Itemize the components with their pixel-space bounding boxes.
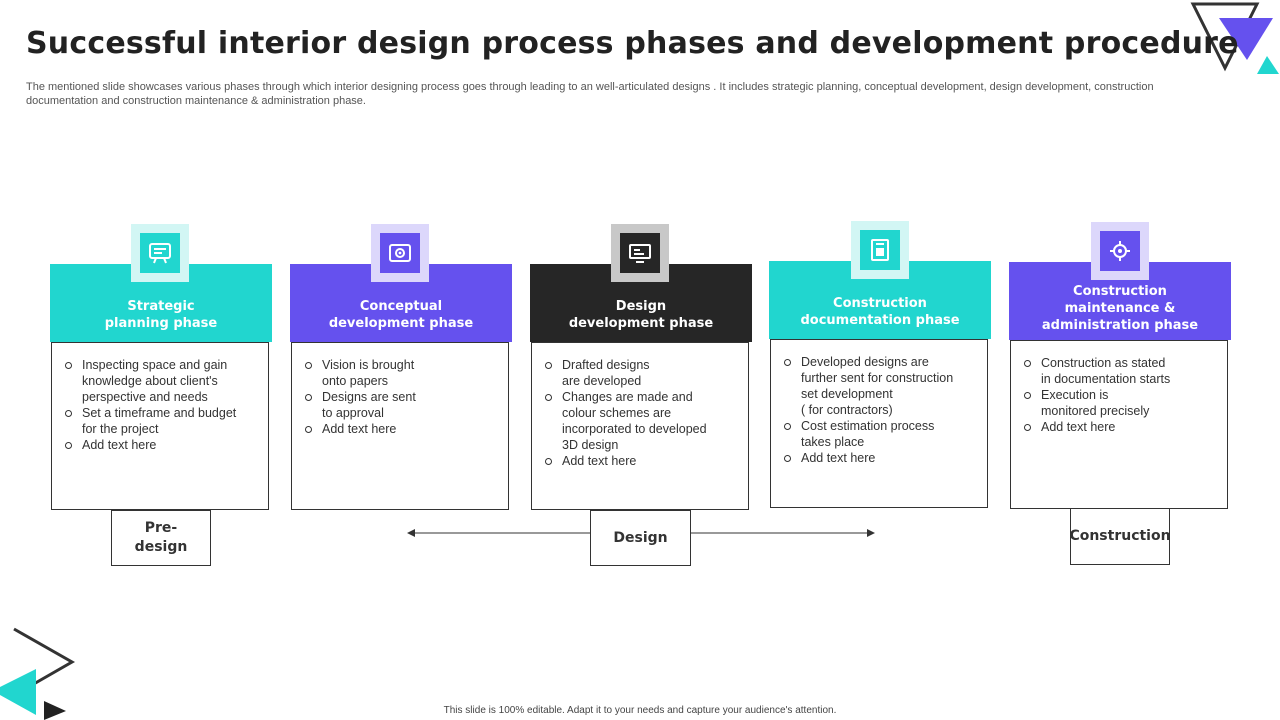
- bullet-item: Designs are sent to approval: [305, 389, 498, 421]
- stage-design: Design: [590, 510, 691, 566]
- design-monitor-icon: [620, 233, 660, 273]
- bottom-left-decoration: [0, 627, 76, 720]
- phase-bullets: Inspecting space and gain knowledge abou…: [52, 343, 268, 453]
- bullet-item: Inspecting space and gain knowledge abou…: [65, 357, 258, 405]
- bullet-item: Drafted designs are developed: [545, 357, 738, 389]
- maintenance-gear-icon: [1100, 231, 1140, 271]
- phase-bullets: Construction as stated in documentation …: [1011, 341, 1227, 435]
- stage-label: Construction: [1069, 528, 1171, 544]
- stage-label: Pre- design: [134, 520, 188, 555]
- bullet-item: Cost estimation process takes place: [784, 418, 977, 450]
- stage-construction: Construction: [1069, 508, 1171, 565]
- concept-image-icon: [380, 233, 420, 273]
- phase-heading: Construction documentation phase: [800, 296, 960, 328]
- phase-body: Inspecting space and gain knowledge abou…: [51, 342, 269, 510]
- phase-body: Developed designs are further sent for c…: [770, 339, 988, 508]
- bullet-item: Add text here: [784, 450, 977, 466]
- planning-board-icon: [140, 233, 180, 273]
- phase-bullets: Vision is brought onto papers Designs ar…: [292, 343, 508, 437]
- phase-bullets: Developed designs are further sent for c…: [771, 340, 987, 466]
- phase-header: Strategic planning phase: [50, 264, 272, 342]
- stage-label: Design: [613, 529, 668, 546]
- bullet-item: Add text here: [305, 421, 498, 437]
- construction-document-icon: [860, 230, 900, 270]
- phase-heading: Conceptual development phase: [328, 299, 474, 331]
- bullet-item: Set a timeframe and budget for the proje…: [65, 405, 258, 437]
- bullet-item: Execution is monitored precisely: [1024, 387, 1217, 419]
- phase-bullets: Drafted designs are developed Changes ar…: [532, 343, 748, 469]
- footer-note: This slide is 100% editable. Adapt it to…: [443, 705, 837, 716]
- phase-heading: Design development phase: [568, 299, 714, 331]
- phase-heading: Construction maintenance & administratio…: [1041, 284, 1199, 333]
- page-subtitle: The mentioned slide showcases various ph…: [26, 81, 1154, 107]
- bullet-item: Changes are made and colour schemes are …: [545, 389, 738, 453]
- phase-icon-box: [371, 224, 429, 282]
- phase-icon-box: [131, 224, 189, 282]
- phase-icon-box: [851, 221, 909, 279]
- page-title: Successful interior design process phase…: [26, 26, 1239, 61]
- bullet-item: Add text here: [65, 437, 258, 453]
- top-right-decoration: [1190, 2, 1279, 74]
- phase-body: Construction as stated in documentation …: [1010, 340, 1228, 509]
- bullet-item: Add text here: [545, 453, 738, 469]
- bullet-item: Developed designs are further sent for c…: [784, 354, 977, 418]
- phase-icon-box: [1091, 222, 1149, 280]
- stage-predesign: Pre- design: [111, 510, 211, 566]
- bullet-item: Construction as stated in documentation …: [1024, 355, 1217, 387]
- phase-heading: Strategic planning phase: [104, 299, 218, 331]
- phase-body: Vision is brought onto papers Designs ar…: [291, 342, 509, 510]
- bullet-item: Add text here: [1024, 419, 1217, 435]
- bullet-item: Vision is brought onto papers: [305, 357, 498, 389]
- phase-icon-box: [611, 224, 669, 282]
- phase-body: Drafted designs are developed Changes ar…: [531, 342, 749, 510]
